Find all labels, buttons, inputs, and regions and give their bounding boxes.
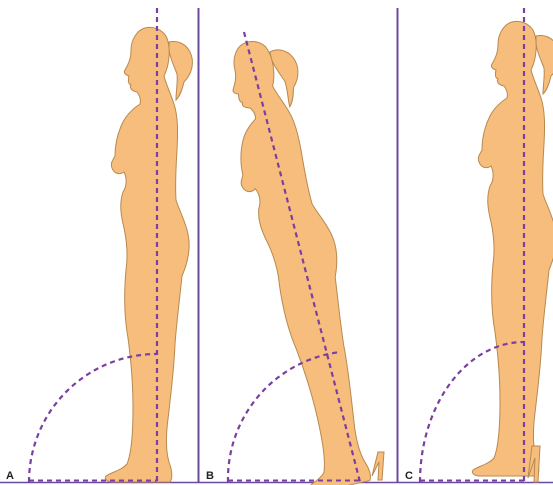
panel-c: C [405, 8, 553, 482]
panel-label: C [405, 470, 413, 482]
high-heel [372, 452, 384, 480]
panel-label: B [206, 470, 214, 482]
figure-silhouette [105, 27, 192, 482]
panel-a: A [6, 8, 192, 482]
figure-silhouette [472, 21, 553, 476]
panel-label: A [6, 470, 14, 482]
panel-b: B [205, 32, 392, 485]
figure-silhouette [205, 32, 392, 485]
